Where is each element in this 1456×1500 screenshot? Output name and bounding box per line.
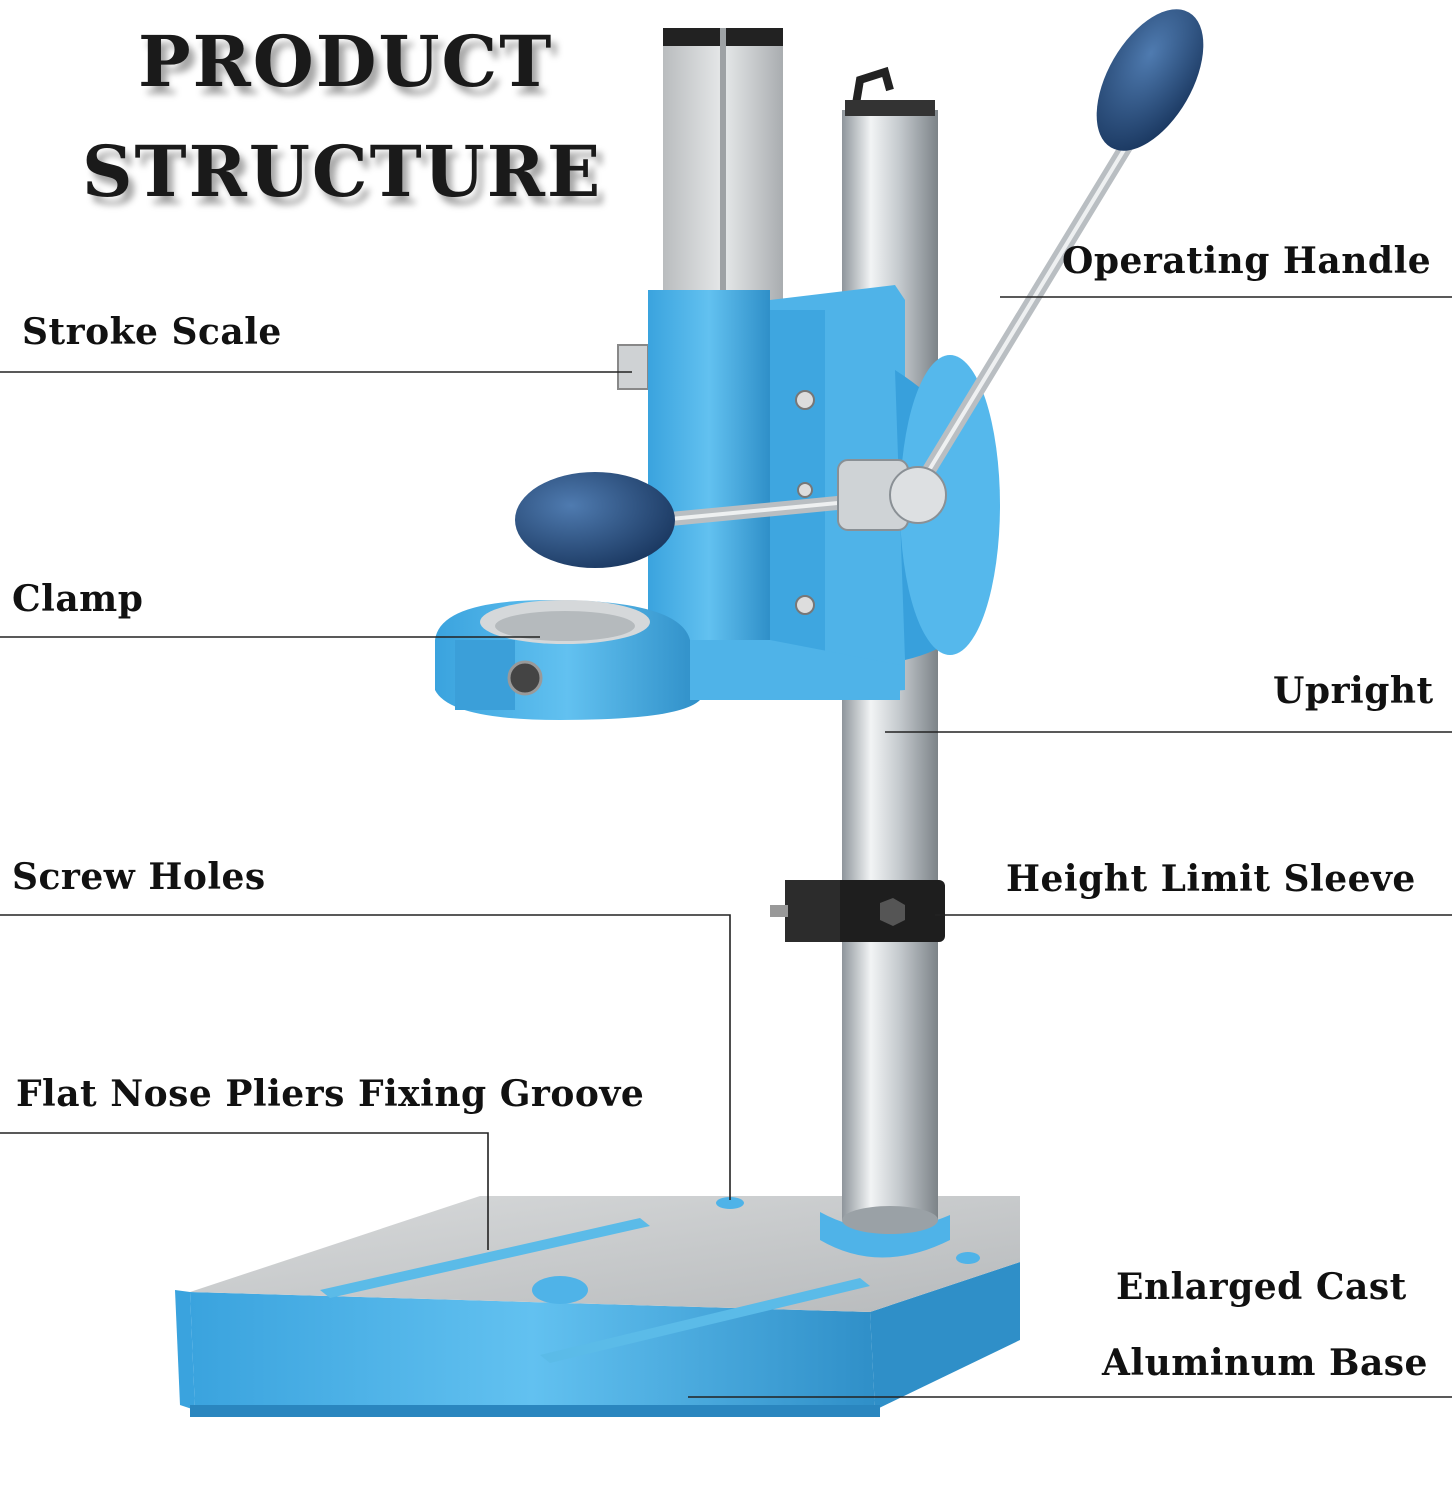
- label-operating-handle: Operating Handle: [1062, 240, 1432, 282]
- label-height-limit-sleeve: Height Limit Sleeve: [1006, 858, 1416, 900]
- label-base-line-1: Enlarged Cast: [1116, 1266, 1407, 1308]
- hook-icon: [851, 66, 894, 111]
- leader-lines: [0, 296, 1452, 1398]
- screw-hole: [716, 1197, 744, 1209]
- label-flat-nose-pliers-fixing-groove: Flat Nose Pliers Fixing Groove: [16, 1073, 645, 1115]
- height-limit-sleeve: [770, 880, 945, 942]
- screw-icon: [795, 595, 815, 615]
- title-line-1: PRODUCT: [138, 20, 554, 103]
- label-clamp: Clamp: [12, 578, 144, 620]
- screw-icon: [797, 482, 813, 498]
- leader-fixing-groove: [0, 1132, 489, 1250]
- handle-knob: [1096, 9, 1204, 151]
- fixing-groove: [540, 1278, 870, 1363]
- clamp-collar: [435, 600, 900, 720]
- fixing-groove: [320, 1218, 650, 1298]
- screw-icon: [795, 390, 815, 410]
- stroke-scale-block: [617, 344, 649, 390]
- operating-handle: [515, 9, 1204, 568]
- clamp-screw-icon: [507, 660, 543, 696]
- screw-hole: [956, 1252, 980, 1264]
- center-hole: [532, 1276, 588, 1304]
- title-line-2: STRUCTURE: [82, 130, 603, 213]
- label-screw-holes: Screw Holes: [12, 856, 266, 898]
- leader-screw-holes: [0, 914, 731, 1200]
- label-base-line-2: Aluminum Base: [1102, 1342, 1428, 1384]
- aluminum-base: [175, 1196, 1020, 1417]
- handle-knob: [515, 472, 675, 568]
- label-upright: Upright: [1273, 670, 1434, 712]
- carriage-body: [648, 285, 1000, 700]
- label-stroke-scale: Stroke Scale: [22, 311, 282, 353]
